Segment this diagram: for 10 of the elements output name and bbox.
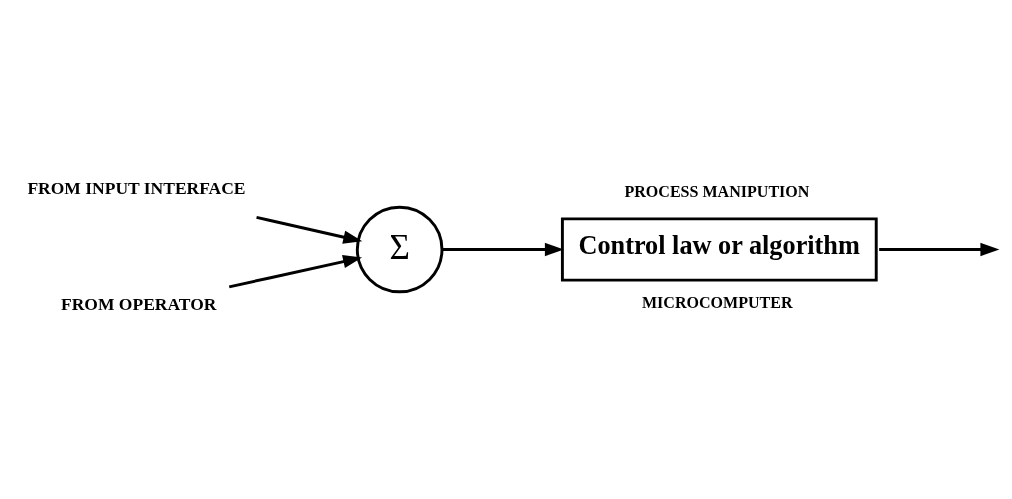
arrow xyxy=(879,242,1000,257)
node-text: FROM INPUT INTERFACE xyxy=(27,178,246,199)
arrow xyxy=(256,215,363,244)
node-label: MICROCOMPUTER xyxy=(641,293,793,311)
node-text: FROM OPERATOR xyxy=(61,293,217,314)
arrow xyxy=(442,242,564,257)
node-circle: Σ xyxy=(355,205,444,294)
node-box: Control law or algorithm xyxy=(560,217,878,282)
node-label: PROCESS MANIPUTION xyxy=(624,182,810,200)
arrow xyxy=(228,255,363,289)
